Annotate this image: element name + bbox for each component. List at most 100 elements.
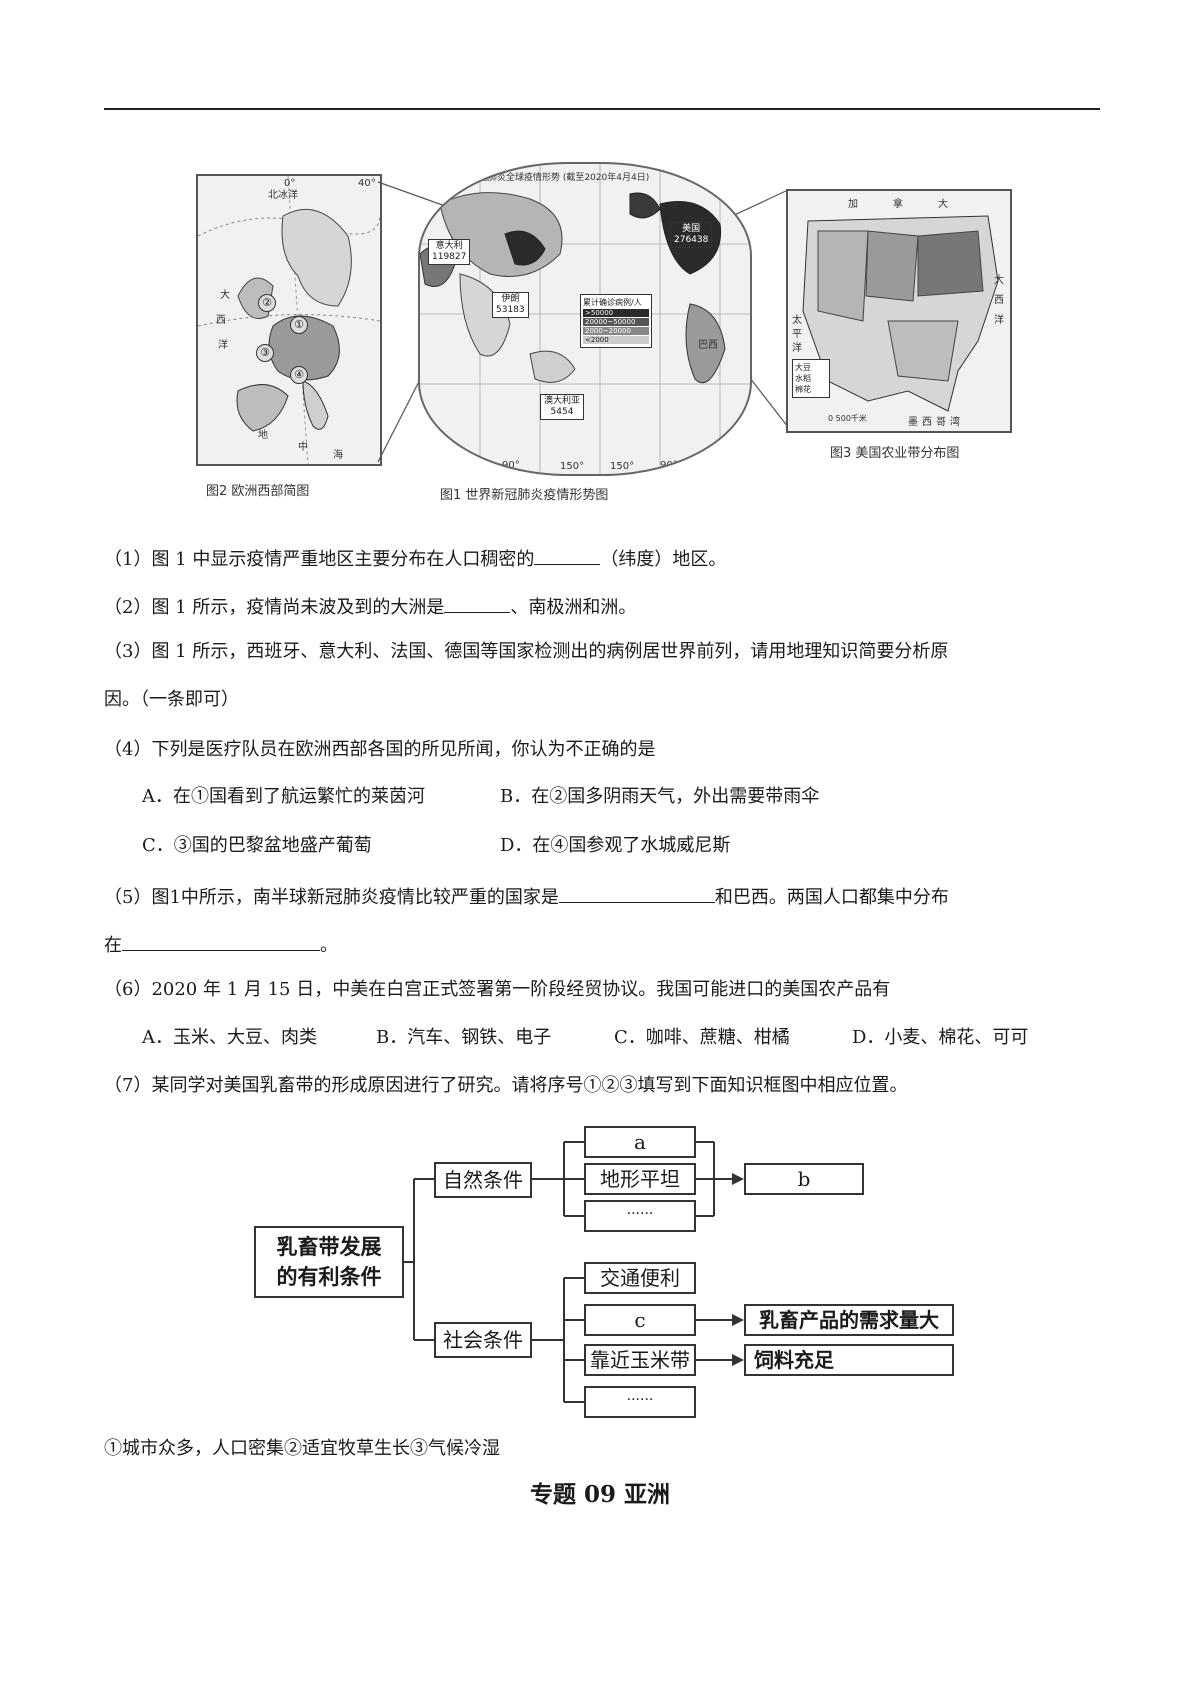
legend-item-3: 2000~20000 (583, 327, 649, 335)
gulf-label-1: 墨 (908, 417, 918, 428)
social-result-feed-box: 饲料充足 (744, 1344, 954, 1376)
question-4-option-b[interactable]: B．在②国多阴雨天气，外出需要带雨伞 (500, 786, 820, 807)
question-1: （1）图 1 中显示疫情严重地区主要分布在人口稠密的 （纬度）地区。 (104, 544, 726, 572)
med-label-3: 海 (333, 450, 343, 461)
diagram-root-box: 乳畜带发展 的有利条件 (254, 1226, 404, 1298)
world-lon-2: 90° (502, 460, 520, 471)
section-title: 专题 09 亚洲 (529, 1481, 671, 1508)
question-2-pre: （2）图 1 所示，疫情尚未波及到的大洲是 (104, 597, 445, 618)
answer-blank-5a[interactable] (558, 882, 715, 903)
world-map-graphic (420, 164, 750, 474)
us-legend-rice: 水稻 (795, 374, 811, 383)
question-6-option-b[interactable]: B．汽车、钢铁、电子 (376, 1027, 552, 1048)
world-lon-6: 30° (712, 456, 730, 467)
question-5-line-2: 在。 (104, 930, 338, 958)
question-3-line-1: （3）图 1 所示，西班牙、意大利、法国、德国等国家检测出的病例居世界前列，请用… (104, 641, 949, 662)
europe-map: 北冰洋 大 西 洋 地 中 海 0° 40° ① ② ③ ④ (196, 174, 382, 466)
caption-fig2: 图2 欧洲西部简图 (206, 484, 310, 499)
lon-40-label: 40° (358, 178, 376, 189)
canada-label-2: 拿 (893, 199, 903, 210)
atlantic-us-label-2: 西 (994, 295, 1004, 306)
gulf-label-3: 哥 (936, 417, 946, 428)
natural-result-b-box[interactable]: b (744, 1163, 864, 1195)
social-item-corn-belt-box: 靠近玉米带 (584, 1344, 696, 1376)
lon-0-label: 0° (284, 178, 296, 189)
callout-usa-name: 美国 (682, 224, 701, 234)
header-rule (104, 108, 1100, 110)
question-4-stem: （4）下列是医疗队员在欧洲西部各国的所见所闻，你认为不正确的是 (104, 739, 656, 760)
us-map: 加 拿 大 太 平 洋 大 西 洋 墨 西 哥 湾 大豆 水稻 棉花 0 500… (786, 189, 1012, 433)
atlantic-us-label-3: 洋 (994, 315, 1004, 326)
question-4-option-a[interactable]: A．在①国看到了航运繁忙的莱茵河 (142, 786, 425, 807)
caption-fig3: 图3 美国农业带分布图 (830, 446, 960, 461)
social-item-ellipsis-box: ······ (584, 1386, 696, 1418)
canada-label-3: 大 (938, 199, 948, 210)
canada-label-1: 加 (848, 199, 858, 210)
question-5-l2-pre: 在 (104, 935, 122, 956)
atlantic-us-label-1: 大 (994, 275, 1004, 286)
callout-australia-name: 澳大利亚 (544, 396, 581, 406)
pacific-label-3: 洋 (792, 343, 802, 354)
marker-3: ③ (256, 344, 274, 362)
answer-options-line: ①城市众多，人口密集②适宜牧草生长③气候冷湿 (104, 1438, 500, 1459)
figure-block: 北冰洋 大 西 洋 地 中 海 0° 40° ① ② ③ ④ (190, 162, 1020, 517)
legend-item-4: <2000 (583, 336, 649, 344)
callout-italy: 意大利 119827 (428, 239, 471, 265)
brazil-label: 巴西 (698, 340, 718, 351)
knowledge-diagram: 乳畜带发展 的有利条件 自然条件 社会条件 a 地形平坦 ······ b 交通… (254, 1126, 974, 1424)
marker-4: ④ (290, 366, 308, 384)
callout-italy-name: 意大利 (435, 241, 463, 251)
natural-item-ellipsis-box: ······ (584, 1200, 696, 1232)
social-item-transport-box: 交通便利 (584, 1262, 696, 1294)
arctic-ocean-label: 北冰洋 (268, 190, 298, 201)
question-5-mid: 和巴西。两国人口都集中分布 (714, 887, 949, 908)
callout-australia: 澳大利亚 5454 (540, 394, 585, 420)
world-map-legend: 累计确诊病例/人 >50000 20000~50000 2000~20000 <… (580, 294, 652, 348)
atlantic-label-2: 西 (216, 315, 226, 326)
question-3-line-2: 因。（一条即可） (104, 689, 239, 710)
social-item-c-box[interactable]: c (584, 1304, 696, 1336)
us-legend-cotton: 棉花 (795, 385, 811, 394)
natural-item-a-box[interactable]: a (584, 1126, 696, 1158)
callout-australia-value: 5454 (550, 407, 574, 417)
callout-usa-value: 276438 (674, 235, 709, 245)
callout-usa: 美国 276438 (670, 222, 713, 248)
legend-item-1: >50000 (583, 309, 649, 317)
question-4-option-c[interactable]: C．③国的巴黎盆地盛产葡萄 (142, 835, 372, 856)
gulf-label-2: 西 (922, 417, 932, 428)
answer-blank-1[interactable] (534, 544, 601, 565)
question-6-option-d[interactable]: D．小麦、棉花、可可 (852, 1027, 1029, 1048)
pacific-label-2: 平 (792, 329, 802, 340)
world-lon-1: 30° (448, 456, 466, 467)
question-7-stem: （7）某同学对美国乳畜带的形成原因进行了研究。请将序号①②③填写到下面知识框图中… (104, 1075, 908, 1096)
question-2: （2）图 1 所示，疫情尚未波及到的大洲是、南极洲和洲。 (104, 592, 636, 620)
us-map-graphic (802, 215, 999, 412)
world-lon-5: 90° (660, 460, 678, 471)
atlantic-label-1: 大 (220, 290, 230, 301)
us-map-legend: 大豆 水稻 棉花 (792, 359, 830, 398)
legend-title: 累计确诊病例/人 (583, 298, 642, 307)
atlantic-label-3: 洋 (218, 340, 228, 351)
question-4-option-d[interactable]: D．在④国参观了水城威尼斯 (500, 835, 731, 856)
question-1-pre: （1）图 1 中显示疫情严重地区主要分布在人口稠密的 (104, 549, 535, 570)
caption-fig1: 图1 世界新冠肺炎疫情形势图 (440, 488, 609, 503)
natural-item-flat-terrain-box: 地形平坦 (584, 1163, 696, 1195)
marker-1: ① (290, 316, 308, 334)
answer-blank-2[interactable] (444, 592, 511, 613)
natural-conditions-box: 自然条件 (434, 1162, 532, 1198)
marker-2: ② (258, 294, 276, 312)
question-6-option-c[interactable]: C．咖啡、蔗糖、柑橘 (614, 1027, 790, 1048)
callout-iran-value: 53183 (496, 305, 525, 315)
social-result-demand-box: 乳畜产品的需求量大 (744, 1304, 954, 1336)
question-6-stem: （6）2020 年 1 月 15 日，中美在白宫正式签署第一阶段经贸协议。我国可… (104, 979, 891, 1000)
question-5-line-1: （5）图1中所示，南半球新冠肺炎疫情比较严重的国家是 和巴西。两国人口都集中分布 (104, 882, 949, 910)
diagram-connectors (404, 1141, 744, 1403)
answer-blank-5b[interactable] (122, 930, 320, 951)
callout-italy-value: 119827 (432, 252, 467, 262)
question-5-pre: （5）图1中所示，南半球新冠肺炎疫情比较严重的国家是 (104, 887, 559, 908)
question-6-option-a[interactable]: A．玉米、大豆、肉类 (142, 1027, 317, 1048)
world-lon-3: 150° (560, 461, 585, 472)
question-1-post: （纬度）地区。 (600, 549, 727, 570)
med-label-1: 地 (258, 430, 268, 441)
callout-iran-name: 伊朗 (501, 294, 520, 304)
